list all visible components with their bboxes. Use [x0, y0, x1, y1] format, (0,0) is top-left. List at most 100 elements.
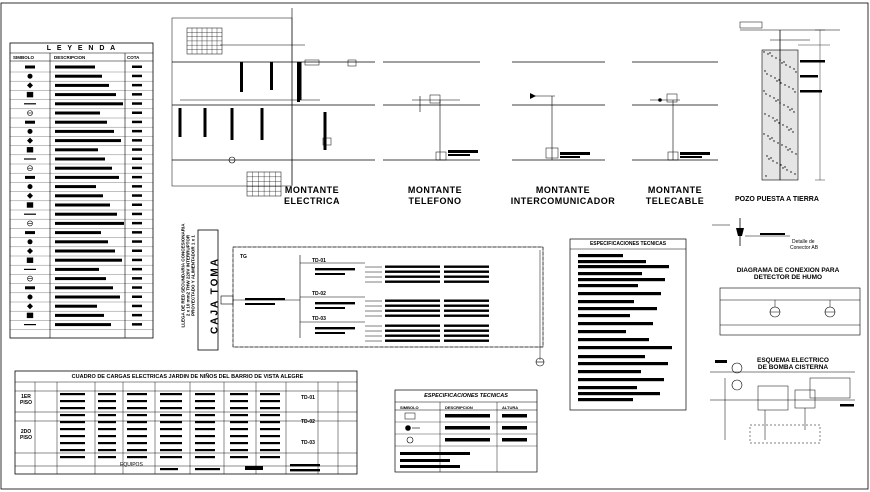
circuit-label [444, 314, 489, 317]
well-fill-dot [784, 84, 786, 86]
cell-value [195, 428, 215, 431]
cell-value [260, 435, 280, 438]
legend-height-bar [132, 194, 142, 197]
circuit-label [385, 265, 440, 268]
cell-value [260, 400, 280, 403]
spec-line [578, 398, 633, 402]
legend-height-bar [132, 304, 142, 308]
well-fill-dot [772, 160, 774, 162]
cell-value [230, 442, 248, 445]
riser-telecable-title: MONTANTE TELECABLE [645, 185, 705, 206]
cell-value [195, 449, 215, 452]
spec-desc [445, 438, 490, 442]
cell-value [195, 435, 215, 438]
legend-description-bar [55, 295, 120, 299]
legend-height-bar [132, 93, 142, 96]
well-fill-dot [768, 158, 770, 160]
conductor [323, 112, 327, 150]
cell-value [260, 421, 280, 424]
specs-bottom-title: ESPECIFICACIONES TECNICAS [424, 393, 508, 399]
spec-line [578, 254, 623, 258]
cell-value [160, 393, 182, 396]
spec-height [502, 426, 527, 430]
cell-value [195, 393, 215, 396]
cell-value [230, 428, 248, 431]
legend-height-bar [132, 258, 142, 262]
box [429, 94, 441, 104]
cell-value [230, 400, 248, 403]
conductor [178, 108, 182, 137]
cell-value [60, 414, 85, 417]
load-table-totals: EQUIPOS [120, 462, 143, 468]
pump-panel [757, 385, 789, 411]
caja-toma-note: LLEGA DE RED SECUNDARIA CONCESIONARIA 2 … [180, 223, 196, 328]
caja-toma-box [197, 229, 219, 351]
legend-symbol-mark [27, 73, 33, 79]
cell-value [98, 456, 116, 459]
cell-value [98, 442, 116, 445]
well-fill-dot [783, 104, 785, 106]
legend-symbol-mark [25, 175, 35, 179]
well-fill-dot [780, 164, 782, 166]
legend-col-height: COTA [127, 55, 140, 60]
spec-line [578, 346, 672, 350]
spec-line [578, 260, 646, 264]
legend-height-bar [132, 249, 142, 252]
legend-symbol-mark [27, 82, 33, 89]
well-fill-dot [777, 142, 779, 144]
legend-height-bar [132, 323, 142, 326]
well-fill-dot [784, 166, 786, 168]
cell-value [195, 456, 215, 459]
well-fill-dot [783, 61, 785, 63]
well-fill-dot [775, 57, 777, 59]
cell-value [260, 407, 280, 410]
cell-value [160, 407, 182, 410]
legend-description-bar [55, 166, 112, 170]
legend-height-bar [132, 120, 142, 124]
cell-value [60, 442, 85, 445]
well-fill-dot [775, 100, 777, 102]
cell-value [160, 435, 182, 438]
spec-symbol [406, 436, 414, 444]
cell-value [260, 456, 280, 459]
legend-description-bar [55, 194, 103, 198]
arrow-mark [530, 93, 536, 99]
cell-value [60, 435, 85, 438]
well-fill-dot [782, 124, 784, 126]
caja-toma-label: CAJA TOMA [209, 257, 221, 334]
note-bar [400, 465, 460, 468]
td-03-label: TD-03 [312, 316, 326, 322]
td-code-1: TD-01 [301, 395, 315, 401]
conductor [270, 62, 273, 90]
legend-symbol-mark [27, 184, 33, 190]
legend-frame [9, 42, 154, 339]
spec-line [578, 338, 649, 342]
spec-line [578, 300, 634, 304]
smoke-diagram-frame [719, 287, 861, 336]
spec-height [502, 414, 527, 418]
cell-value [290, 464, 320, 467]
label-bar [560, 156, 580, 158]
legend-description-bar [55, 111, 100, 115]
pump-panel [794, 389, 816, 409]
cell-value [160, 456, 182, 459]
label-bar [448, 150, 478, 153]
legend-col-symbol: SIMBOLO [13, 55, 34, 60]
label-bar [800, 75, 818, 78]
cell-value [60, 428, 85, 431]
box [347, 59, 357, 67]
floor1-label: 1ER PISO [20, 394, 32, 406]
well-fill-dot [771, 137, 773, 139]
circuit-label [444, 299, 489, 302]
legend-symbol-mark [27, 128, 33, 134]
cell-value [98, 393, 116, 396]
spec-desc [445, 426, 490, 430]
cell-value [245, 466, 263, 470]
cell-value [195, 442, 215, 445]
legend-description-bar [55, 129, 114, 133]
meter-box [220, 295, 234, 305]
legend-height-bar [132, 221, 142, 225]
pump-panel [809, 377, 851, 399]
cell-value [230, 393, 248, 396]
cell-value [60, 421, 85, 424]
